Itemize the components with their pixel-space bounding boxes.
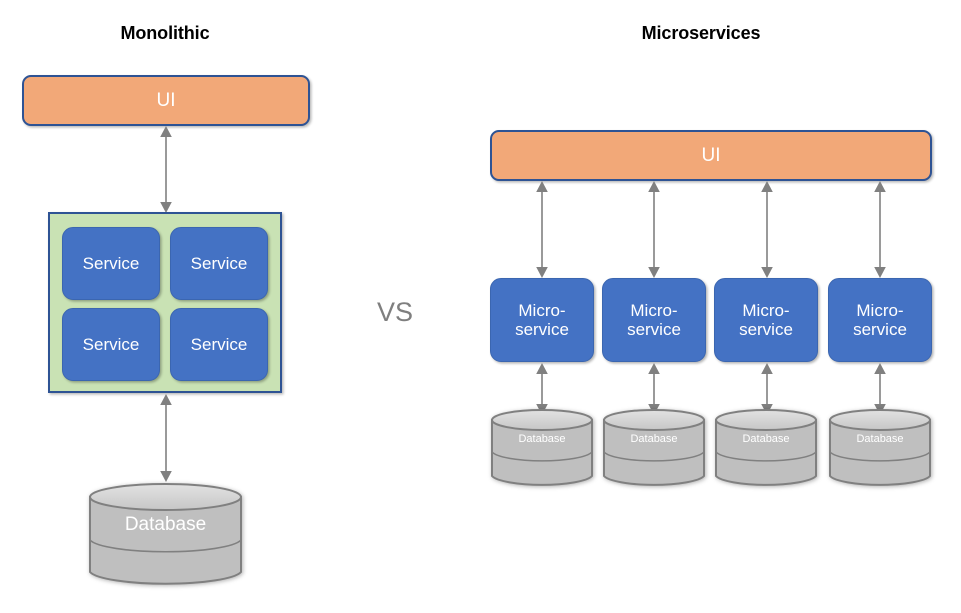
microservice-box-4: Micro-service <box>828 278 932 362</box>
monolithic-service-box-4: Service <box>170 308 268 381</box>
microservices-ui-box: UI <box>490 130 932 181</box>
microservice-label: Micro-service <box>853 301 907 339</box>
microservice-label-line1: Micro- <box>856 300 904 320</box>
service-label: Service <box>190 253 248 273</box>
microservice-database-cylinder-3: Database <box>714 408 818 488</box>
monolithic-ui-label: UI <box>156 89 176 111</box>
microservice-label-line1: Micro- <box>630 300 678 320</box>
connector-monolithic-services-to-database <box>159 394 173 482</box>
monolithic-service-box-2: Service <box>170 227 268 300</box>
microservice-label-line2: service <box>739 320 793 339</box>
connector-ui-to-microservice-1 <box>535 181 549 278</box>
microservice-label: Micro-service <box>515 301 569 339</box>
connector-ui-to-microservice-2 <box>647 181 661 278</box>
microservices-ui-label: UI <box>701 144 721 166</box>
service-label: Service <box>82 253 140 273</box>
microservices-section-title: Microservices <box>641 23 761 43</box>
microservice-label-line2: service <box>627 320 681 339</box>
microservice-database-cylinder-1: Database <box>490 408 594 488</box>
monolithic-section-title: Monolithic <box>120 23 210 43</box>
microservice-box-3: Micro-service <box>714 278 818 362</box>
microservice-box-1: Micro-service <box>490 278 594 362</box>
microservice-box-2: Micro-service <box>602 278 706 362</box>
monolithic-service-box-3: Service <box>62 308 160 381</box>
microservice-label-line2: service <box>515 320 569 339</box>
connector-ui-to-microservice-4 <box>873 181 887 278</box>
microservice-label-line1: Micro- <box>518 300 566 320</box>
microservice-label-line1: Micro- <box>742 300 790 320</box>
monolithic-database-cylinder: Database <box>88 482 243 587</box>
microservice-database-cylinder-2: Database <box>602 408 706 488</box>
microservice-label-line2: service <box>853 320 907 339</box>
service-label: Service <box>190 334 248 354</box>
microservice-label: Micro-service <box>627 301 681 339</box>
service-label: Service <box>82 334 140 354</box>
monolithic-ui-box: UI <box>22 75 310 126</box>
monolithic-service-box-1: Service <box>62 227 160 300</box>
connector-ui-to-microservice-3 <box>760 181 774 278</box>
connector-monolithic-ui-to-services <box>159 126 173 213</box>
microservice-label: Micro-service <box>739 301 793 339</box>
microservice-database-cylinder-4: Database <box>828 408 932 488</box>
vs-label: VS <box>376 297 414 327</box>
